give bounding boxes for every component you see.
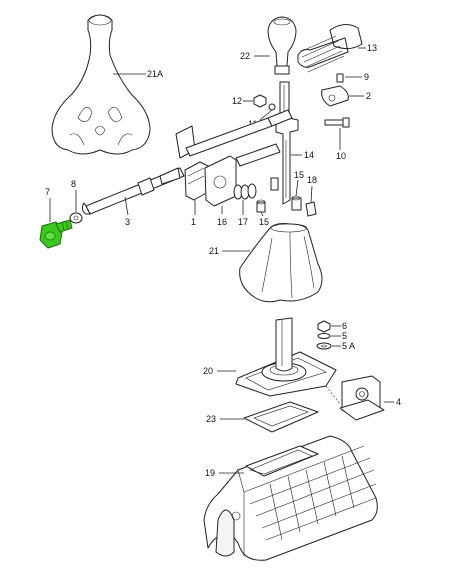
part-9-pin[interactable]	[336, 73, 344, 83]
label-15a: 15	[259, 217, 269, 227]
part-18-clip[interactable]	[305, 201, 317, 217]
part-17-spring[interactable]	[233, 183, 257, 200]
part-19-tunnel-cover[interactable]	[203, 435, 378, 561]
label-14: 14	[304, 150, 314, 160]
part-3-shift-rod[interactable]	[81, 167, 185, 215]
part-2-clamp[interactable]	[321, 85, 349, 107]
label-16: 16	[217, 217, 227, 227]
label-7: 7	[45, 187, 50, 197]
part-15-bushing-right[interactable]	[291, 195, 302, 211]
label-12: 12	[232, 96, 242, 106]
label-3: 3	[125, 217, 130, 227]
label-22: 22	[240, 51, 250, 61]
label-17: 17	[238, 217, 248, 227]
part-14-shift-lever[interactable]	[275, 81, 299, 205]
label-23: 23	[206, 414, 216, 424]
part-21a-knob-boot[interactable]	[51, 14, 151, 155]
part-22-shift-knob[interactable]	[267, 16, 297, 75]
part-lever-bushing[interactable]	[270, 177, 279, 191]
part-21-lever-boot[interactable]	[239, 223, 323, 303]
label-6: 6	[342, 321, 347, 331]
label-15b: 15	[294, 170, 304, 180]
label-13: 13	[367, 43, 377, 53]
label-8: 8	[71, 179, 76, 189]
part-1-guide-bracket[interactable]	[175, 125, 209, 201]
label-4: 4	[396, 397, 401, 407]
leader-15b	[295, 179, 299, 197]
part-15-bushing-left[interactable]	[256, 199, 266, 213]
shift-rod-assembly[interactable]	[185, 109, 293, 167]
leader-18	[310, 185, 313, 203]
part-12-nut[interactable]	[253, 94, 267, 108]
part-13-spring-bushing[interactable]	[297, 24, 363, 73]
label-9: 9	[364, 72, 369, 82]
part-10-bolt[interactable]	[324, 117, 350, 128]
label-10: 10	[336, 151, 346, 161]
label-1: 1	[191, 217, 196, 227]
label-5: 5	[342, 331, 347, 341]
part-16-bearing-block[interactable]	[204, 155, 237, 207]
alignment-guide	[325, 385, 341, 405]
label-20: 20	[203, 366, 213, 376]
label-18: 18	[307, 175, 317, 185]
part-23-gasket[interactable]	[243, 401, 319, 433]
label-5a: 5 A	[342, 341, 355, 351]
part-5-washer[interactable]	[317, 333, 331, 339]
part-7-joint-highlighted[interactable]	[39, 219, 73, 249]
part-20-lever-housing[interactable]	[235, 317, 337, 397]
part-11-washer[interactable]	[268, 103, 276, 111]
part-5a-washer[interactable]	[316, 342, 332, 350]
label-19: 19	[205, 468, 215, 478]
leader-15a	[260, 211, 264, 217]
part-8-washer[interactable]	[69, 212, 83, 224]
label-2: 2	[366, 91, 371, 101]
label-21: 21	[209, 246, 219, 256]
leader-11	[259, 109, 273, 121]
leader-3	[124, 196, 129, 216]
part-4-bracket[interactable]	[339, 375, 385, 421]
label-21a: 21A	[147, 69, 163, 79]
part-6-nut[interactable]	[317, 320, 331, 333]
